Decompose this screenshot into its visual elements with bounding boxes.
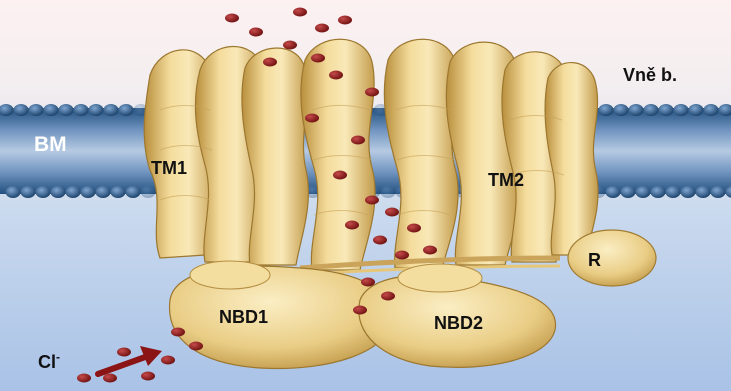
lipid-head	[44, 104, 59, 116]
lipid-head	[651, 186, 666, 198]
lipid-head	[6, 186, 21, 198]
chloride-ion	[161, 356, 175, 365]
chloride-ion	[351, 136, 365, 145]
lipid-head	[606, 186, 621, 198]
tm2-label: TM2	[488, 170, 524, 191]
chloride-ion	[171, 328, 185, 337]
lipid-head	[104, 104, 119, 116]
lipid-head	[14, 104, 29, 116]
nbd1-label: NBD1	[219, 307, 268, 328]
lipid-head	[66, 186, 81, 198]
chloride-ion	[103, 374, 117, 383]
lipid-head	[599, 104, 614, 116]
lipid-head	[674, 104, 689, 116]
lipid-head	[621, 186, 636, 198]
lipid-head	[711, 186, 726, 198]
chloride-ion	[141, 372, 155, 381]
lipid-head	[704, 104, 719, 116]
chloride-charge: -	[56, 350, 60, 364]
tm1-label: TM1	[151, 158, 187, 179]
chloride-ion	[225, 14, 239, 23]
lipid-head	[119, 104, 134, 116]
chloride-label: Cl-	[38, 350, 60, 373]
chloride-ion	[77, 374, 91, 383]
outside-label: Vně b.	[623, 65, 677, 86]
chloride-ion	[353, 306, 367, 315]
chloride-ion	[305, 114, 319, 123]
lipid-head	[29, 104, 44, 116]
chloride-ion	[329, 71, 343, 80]
lipid-head	[111, 186, 126, 198]
lipid-head	[629, 104, 644, 116]
chloride-ion	[293, 8, 307, 17]
chloride-ion	[249, 28, 263, 37]
lipid-head	[696, 186, 711, 198]
chloride-ion	[365, 88, 379, 97]
chloride-ion	[407, 224, 421, 233]
chloride-ion	[381, 292, 395, 301]
membrane-label: BM	[34, 133, 67, 157]
lipid-head	[96, 186, 111, 198]
lipid-head	[51, 186, 66, 198]
chloride-ion	[385, 208, 399, 217]
lipid-head	[659, 104, 674, 116]
lipid-head	[666, 186, 681, 198]
chloride-ion	[315, 24, 329, 33]
lipid-head	[381, 186, 396, 198]
chloride-ion	[117, 348, 131, 357]
lipid-head	[681, 186, 696, 198]
lipid-head	[126, 186, 141, 198]
chloride-ion	[373, 236, 387, 245]
lipid-head	[644, 104, 659, 116]
chloride-ion	[423, 246, 437, 255]
chloride-ion	[395, 251, 409, 260]
chloride-ion	[189, 342, 203, 351]
lipid-head	[614, 104, 629, 116]
chloride-ion	[345, 221, 359, 230]
lipid-head	[141, 186, 156, 198]
chloride-ion	[283, 41, 297, 50]
nbd2-label: NBD2	[434, 313, 483, 334]
lipid-head	[689, 104, 704, 116]
chloride-ion	[361, 278, 375, 287]
lipid-head	[74, 104, 89, 116]
chloride-ion	[263, 58, 277, 67]
chloride-ion	[365, 196, 379, 205]
lipid-head	[36, 186, 51, 198]
chloride-ion	[338, 16, 352, 25]
lipid-head	[636, 186, 651, 198]
chloride-ion	[311, 54, 325, 63]
chloride-symbol: Cl	[38, 352, 56, 372]
lipid-head	[81, 186, 96, 198]
lipid-head	[59, 104, 74, 116]
lipid-head	[89, 104, 104, 116]
lipid-head	[21, 186, 36, 198]
r-domain-label: R	[588, 250, 601, 271]
chloride-ion	[333, 171, 347, 180]
